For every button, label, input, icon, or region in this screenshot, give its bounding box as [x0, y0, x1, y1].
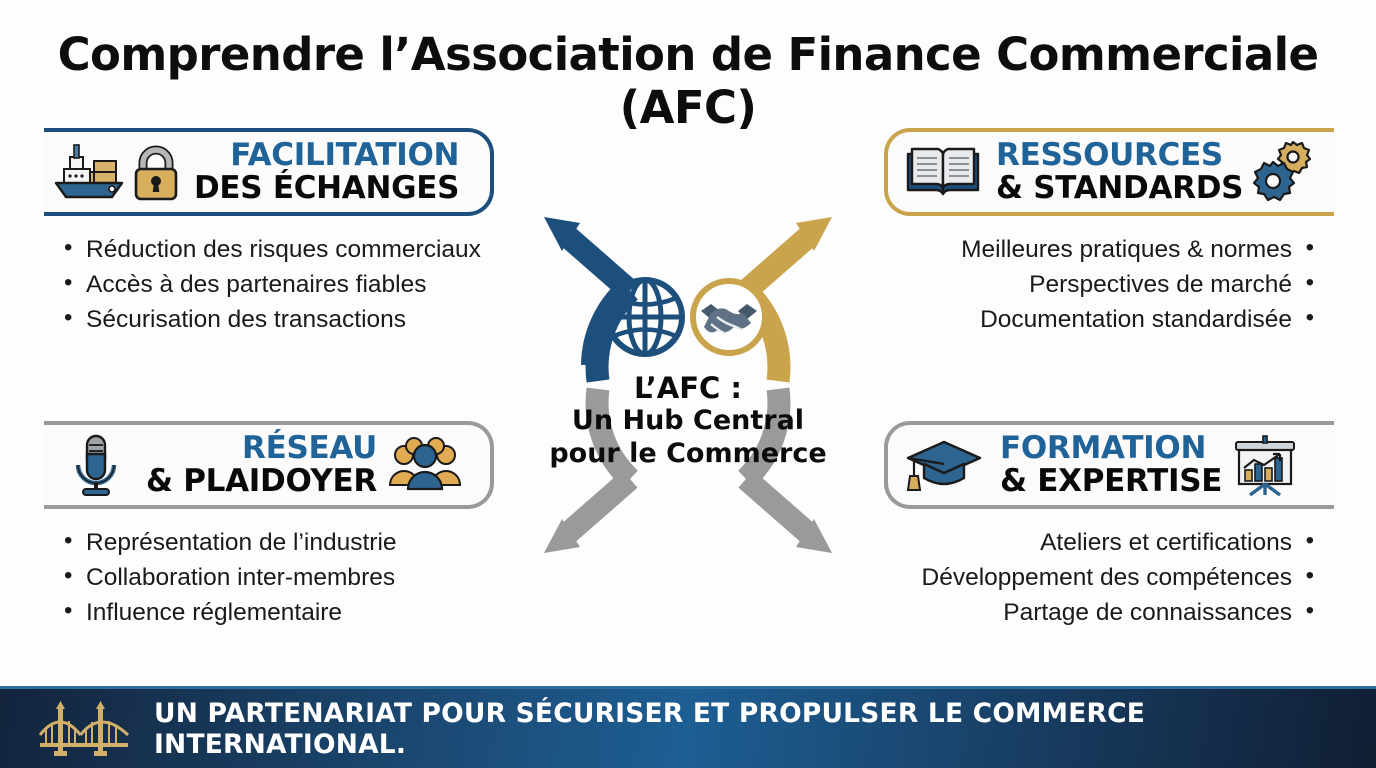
microphone-icon: [68, 432, 124, 498]
bullet-list-formation: Ateliers et certifications Développement…: [884, 524, 1334, 630]
quadrant-title-reseau: RÉSEAU & PLAIDOYER: [146, 433, 377, 497]
hub-icon-group: [578, 271, 798, 363]
list-item: Meilleures pratiques & normes: [884, 231, 1334, 267]
list-item: Collaboration inter-membres: [44, 559, 494, 595]
quadrant-title-formation: FORMATION & EXPERTISE: [1000, 433, 1222, 497]
title-line-2: & EXPERTISE: [1000, 463, 1223, 499]
hub-line-2: Un Hub Central: [571, 405, 805, 437]
list-item: Représentation de l’industrie: [44, 524, 494, 560]
quadrant-formation-et-expertise: FORMATION & EXPERTISE: [884, 421, 1334, 630]
list-item: Réduction des risques commerciaux: [44, 231, 494, 267]
quadrant-header-ressources[interactable]: RESSOURCES & STANDARDS: [884, 128, 1334, 216]
hub-line-3: pour le Commerce: [549, 437, 827, 469]
title-line-2: DES ÉCHANGES: [194, 170, 460, 206]
central-hub: L’AFC : Un Hub Central pour le Commerce: [470, 175, 906, 595]
quadrant-header-facilitation[interactable]: FACILITATION DES ÉCHANGES: [44, 128, 494, 216]
quadrant-header-formation[interactable]: FORMATION & EXPERTISE: [884, 421, 1334, 509]
title-line-1: RÉSEAU: [242, 430, 378, 466]
banner-text: UN PARTENARIAT POUR SÉCURISER ET PROPULS…: [154, 697, 1146, 760]
graduation-cap-icon: [902, 434, 986, 496]
page-title: Comprendre l’Association de Finance Comm…: [57, 28, 1319, 134]
bottom-banner: UN PARTENARIAT POUR SÉCURISER ET PROPULS…: [0, 686, 1376, 768]
title-line-1: RESSOURCES: [996, 137, 1223, 173]
list-item: Influence réglementaire: [44, 594, 494, 630]
gears-icon: [1249, 141, 1315, 203]
bullet-list-ressources: Meilleures pratiques & normes Perspectiv…: [884, 231, 1334, 337]
title-line-2: & PLAIDOYER: [146, 463, 378, 499]
list-item: Documentation standardisée: [884, 301, 1334, 337]
list-item: Perspectives de marché: [884, 266, 1334, 302]
arrow-lower-left: [544, 387, 639, 553]
handshake-icon: [690, 278, 768, 356]
padlock-icon: [128, 141, 184, 203]
list-item: Ateliers et certifications: [884, 524, 1334, 560]
hub-line-1: L’AFC :: [633, 371, 743, 405]
list-item: Sécurisation des transactions: [44, 301, 494, 337]
title-line-1: FACILITATION: [230, 137, 460, 173]
quadrant-title-facilitation: FACILITATION DES ÉCHANGES: [194, 140, 459, 204]
people-group-icon: [387, 435, 463, 495]
list-item: Accès à des partenaires fiables: [44, 266, 494, 302]
arrow-lower-right: [737, 387, 832, 553]
bullet-list-facilitation: Réduction des risques commerciaux Accès …: [44, 231, 494, 337]
open-book-icon: [902, 142, 984, 202]
list-item: Développement des compétences: [884, 559, 1334, 595]
globe-icon: [605, 277, 685, 357]
title-line-1: FORMATION: [1000, 430, 1207, 466]
quadrant-title-ressources: RESSOURCES & STANDARDS: [996, 140, 1243, 204]
quadrant-reseau-et-plaidoyer: RÉSEAU & PLAIDOYER Représentation de l’i…: [44, 421, 494, 630]
bullet-list-reseau: Représentation de l’industrie Collaborat…: [44, 524, 494, 630]
quadrant-facilitation-des-echanges: FACILITATION DES ÉCHANGES Réduction des …: [44, 128, 494, 337]
title-line-2: & STANDARDS: [996, 170, 1244, 206]
suspension-bridge-icon: [36, 695, 132, 762]
presentation-chart-icon: [1230, 432, 1300, 498]
quadrant-header-reseau[interactable]: RÉSEAU & PLAIDOYER: [44, 421, 494, 509]
list-item: Partage de connaissances: [884, 594, 1334, 630]
cargo-ship-icon: [50, 141, 128, 203]
hub-caption: L’AFC : Un Hub Central pour le Commerce: [470, 371, 906, 470]
quadrant-ressources-et-standards: RESSOURCES & STANDARDS Meilleures pratiq…: [884, 128, 1334, 337]
